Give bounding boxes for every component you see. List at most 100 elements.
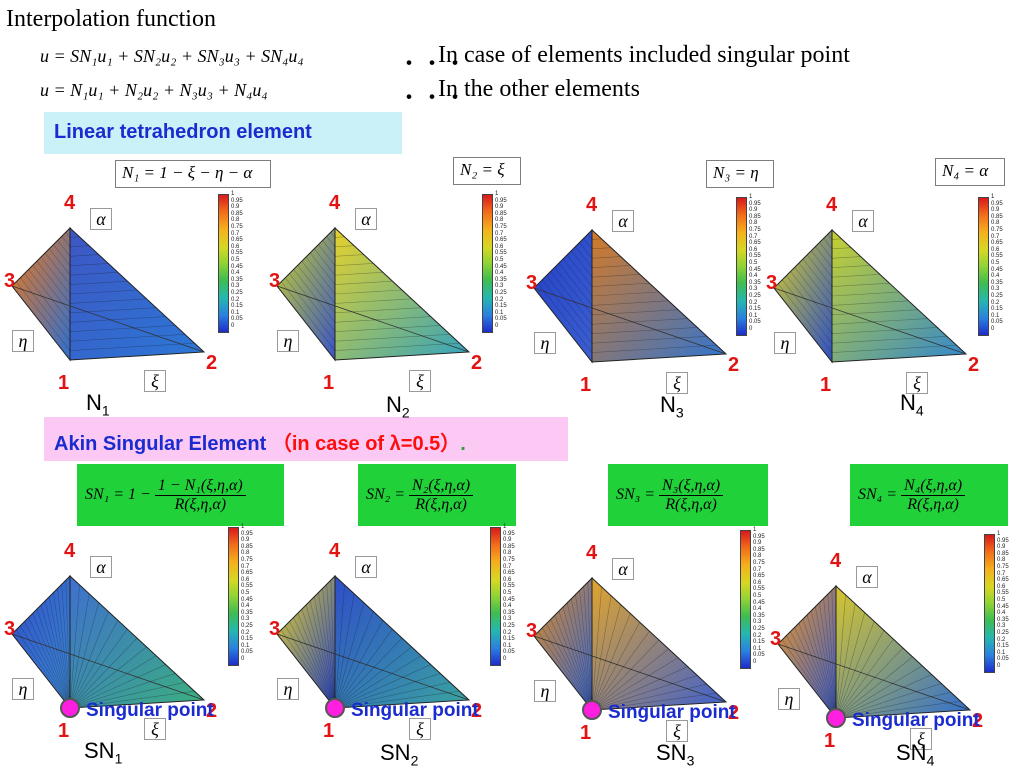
mesh-line	[579, 590, 593, 711]
singular-point-marker	[826, 708, 846, 728]
mesh-line	[334, 271, 383, 276]
singular-point-marker	[60, 698, 80, 718]
mesh-line	[69, 307, 157, 314]
mesh-line	[334, 637, 403, 709]
colorbar-tick: 0.85	[991, 213, 1003, 220]
mesh-line	[334, 280, 393, 285]
colorbar-tick: 0.4	[495, 270, 504, 277]
colorbar-tick: 0.3	[753, 619, 762, 626]
colorbar-tick: 0.1	[997, 649, 1006, 656]
singular-point-marker	[325, 698, 345, 718]
mesh-line	[831, 238, 842, 240]
colorbar-tick: 0.75	[991, 226, 1003, 233]
mesh-line	[69, 316, 166, 323]
mesh-line	[831, 291, 900, 297]
singular-interpolation-equation: u = SN₁u₁ + SN₂u₂ + SN₃u₃ + SN₄u₄	[40, 46, 304, 66]
mesh-line	[831, 247, 852, 250]
caption-subscript: 2	[401, 404, 410, 421]
colorbar-tick: 0.05	[749, 319, 761, 326]
colorbar-tick: 0	[749, 325, 753, 332]
singular-section-label: Akin Singular Element （in case of λ=0.5）…	[44, 417, 568, 461]
mesh-line	[69, 245, 90, 248]
mesh-line	[318, 244, 336, 266]
colorbar-tick: 0	[231, 322, 235, 329]
colorbar-tick: 0.15	[997, 643, 1009, 650]
mesh-line	[69, 342, 195, 351]
colorbar-tick: 0.95	[749, 200, 761, 207]
mesh-line	[537, 631, 593, 711]
colorbar-tick: 0.45	[495, 263, 507, 270]
colorbar-tick: 0.05	[241, 649, 253, 656]
mesh-line	[591, 639, 660, 711]
singular-point-label: Singular point	[86, 700, 214, 721]
tetra-face-right	[591, 576, 728, 711]
colorbar-tick: 0.75	[241, 556, 253, 563]
mesh-line	[293, 269, 336, 323]
mesh-line	[566, 602, 593, 711]
section-period: .	[460, 433, 466, 455]
mesh-line	[69, 263, 109, 267]
mesh-line	[69, 690, 195, 709]
colorbar-tick: 0.05	[503, 649, 515, 656]
colorbar-tick: 0.7	[241, 563, 250, 570]
colorbar-tick: 0.45	[231, 263, 243, 270]
mesh-line	[334, 664, 431, 709]
mesh-line	[591, 657, 679, 711]
mesh-line	[334, 690, 460, 709]
colorbar-tick: 0	[753, 658, 757, 665]
colorbar-tick: 0.25	[495, 289, 507, 296]
colorbar-gradient	[490, 527, 501, 666]
mesh-line	[558, 611, 593, 711]
mesh-line	[57, 588, 71, 709]
formula-sn2: SN₂ = N₂(ξ,η,α)R(ξ,η,α)	[358, 464, 516, 526]
mesh-line	[806, 254, 833, 287]
vertex-4-label: 4	[64, 192, 76, 214]
colorbar-tick: 0.15	[991, 306, 1003, 313]
singular-point-label: Singular point	[351, 700, 479, 721]
mesh-line	[24, 621, 71, 709]
vertex-3-label: 3	[269, 618, 281, 640]
mesh-line	[334, 307, 422, 314]
mesh-line	[591, 683, 707, 711]
colorbar-tick: 0.95	[753, 533, 765, 540]
mesh-line	[322, 240, 336, 257]
mesh-line	[570, 598, 593, 711]
mesh-line	[334, 673, 441, 709]
mesh-line	[831, 282, 890, 287]
mesh-line	[334, 333, 450, 342]
mesh-line	[781, 639, 837, 719]
eta-axis-label: η	[534, 332, 556, 354]
mesh-line	[330, 231, 336, 238]
formula-sn4-numerator: N₄(ξ,η,α)	[901, 477, 966, 496]
colorbar-tick: 0.95	[503, 530, 515, 537]
colorbar-tick: 0.45	[753, 599, 765, 606]
colorbar-tick: 0.2	[241, 629, 250, 636]
mesh-line	[806, 614, 837, 719]
colorbar-tick: 0.3	[997, 623, 1006, 630]
colorbar-tick: 0.15	[749, 306, 761, 313]
colorbar-tick: 0.1	[231, 309, 240, 316]
colorbar-tick: 0.35	[495, 276, 507, 283]
caption-subscript: 1	[101, 402, 110, 419]
mesh-line	[558, 262, 593, 306]
tetra-face-right	[69, 574, 206, 709]
mesh-line	[831, 327, 938, 335]
colorbar-tick: 0.25	[749, 292, 761, 299]
colorbar-tick: 0.85	[495, 210, 507, 217]
mesh-line	[591, 318, 688, 325]
vertex-1-label: 1	[820, 374, 832, 396]
colorbar-tick: 0.55	[997, 590, 1009, 597]
mesh-line	[285, 625, 336, 709]
colorbar-tick: 0.3	[231, 283, 240, 290]
mesh-line	[835, 638, 894, 719]
vertex-1-label: 1	[580, 374, 592, 396]
mesh-line	[583, 238, 593, 250]
colorbar-tick: 0.9	[997, 544, 1006, 551]
mesh-line	[69, 325, 176, 333]
caption-base: SN	[380, 740, 411, 765]
colorbar-tick: 0.7	[503, 563, 512, 570]
tetrahedron-sn1	[11, 574, 206, 710]
tetra-hidden-edge	[11, 285, 205, 353]
